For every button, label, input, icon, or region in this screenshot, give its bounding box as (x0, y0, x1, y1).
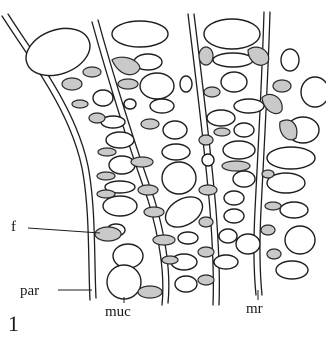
grey-cell (198, 247, 214, 257)
grey-cell (273, 80, 291, 92)
grey-cell (267, 249, 281, 259)
grey-cell (199, 47, 213, 65)
cell-muc (107, 265, 141, 299)
cell (163, 121, 187, 139)
cell (180, 76, 192, 92)
cell (124, 99, 136, 109)
grey-cell (204, 87, 220, 97)
cell (236, 234, 260, 254)
grey-cell (97, 190, 115, 198)
cell (106, 132, 134, 148)
cell (109, 156, 135, 174)
cell (204, 19, 260, 49)
cell (150, 99, 174, 113)
cell (213, 53, 253, 67)
cell (221, 72, 247, 92)
label-muc: muc (105, 304, 131, 320)
grey-cell (138, 185, 158, 195)
cell (113, 244, 143, 268)
cell (267, 147, 315, 169)
label-f: f (11, 219, 16, 235)
cell (112, 21, 168, 47)
grey-cell (198, 275, 214, 285)
cell (162, 162, 196, 194)
cell (301, 77, 326, 107)
cell (233, 171, 255, 187)
label-par: par (20, 283, 39, 299)
cell (281, 49, 299, 71)
grey-cell (265, 202, 281, 210)
grey-cell (89, 113, 105, 123)
grey-cell (262, 170, 274, 178)
grey-cell (280, 120, 297, 140)
grey-cell (199, 135, 213, 145)
grey-cell (83, 67, 101, 77)
leader-f (28, 228, 100, 233)
cell (234, 99, 264, 113)
cell (160, 191, 208, 234)
grey-cell (97, 172, 115, 180)
grey-cell (144, 207, 164, 217)
cell (224, 191, 244, 205)
label-mr: mr (246, 301, 263, 317)
cell (285, 226, 315, 254)
cell (214, 255, 238, 269)
grey-cell (199, 217, 213, 227)
cell (280, 202, 308, 218)
cell (162, 144, 190, 160)
cell (103, 196, 137, 216)
cell (178, 232, 198, 244)
grey-cell (153, 235, 175, 245)
grey-cell (138, 286, 162, 298)
figure-number: 1 (8, 311, 19, 336)
grey-cell (98, 148, 116, 156)
grey-cell (199, 185, 217, 195)
grey-cell (262, 94, 282, 113)
grey-cell (62, 78, 82, 90)
grey-cell (222, 161, 250, 171)
cell (140, 73, 174, 99)
grey-cell (72, 100, 88, 108)
cell (234, 123, 254, 137)
cell (223, 141, 255, 159)
grey-cell-f (95, 227, 121, 241)
cell (224, 209, 244, 223)
grey-cell (118, 79, 138, 89)
grey-cell (261, 225, 275, 235)
cell (207, 110, 235, 126)
grey-cell (214, 128, 230, 136)
cell (276, 261, 308, 279)
cell (175, 276, 197, 292)
cell (93, 90, 113, 106)
cell (202, 154, 214, 166)
grey-cell (141, 119, 159, 129)
grey-cell (131, 157, 153, 167)
grey-cell (162, 256, 178, 264)
cell (219, 229, 237, 243)
